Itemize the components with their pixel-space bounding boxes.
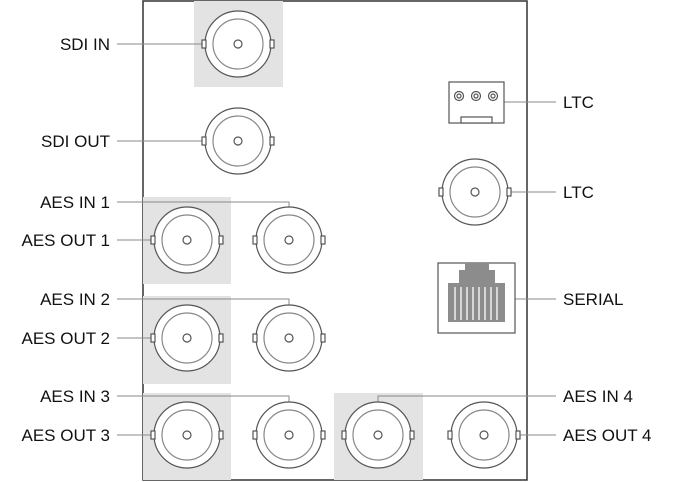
label-aes-in-3: AES IN 3 [40,387,110,406]
label-aes-out-2: AES OUT 2 [22,329,111,348]
label-aes-in-1: AES IN 1 [40,193,110,212]
bnc-connector-aes-out-4 [447,401,521,469]
bnc-connector-aes-out-2 [150,304,224,372]
label-aes-out-3: AES OUT 3 [22,426,111,445]
label-serial: SERIAL [563,290,623,309]
bnc-connector-ltc [438,158,512,226]
rj45-serial-port [437,262,516,334]
bnc-connector-aes-out-3 [150,401,224,469]
bnc-connector-aes-in-4 [341,401,415,469]
bnc-connector-aes-in-3 [252,401,326,469]
ltc-terminal-block [448,81,505,124]
bnc-connector-aes-in-2 [252,304,326,372]
label-aes-in-4: AES IN 4 [563,387,633,406]
label-sdi-in: SDI IN [60,35,110,54]
label-aes-in-2: AES IN 2 [40,290,110,309]
bnc-connector-aes-out-1 [150,206,224,274]
label-ltc-bnc: LTC [563,183,594,202]
label-aes-out-4: AES OUT 4 [563,426,652,445]
bnc-connector-sdi-out [201,107,275,175]
label-ltc-terminal: LTC [563,93,594,112]
bnc-connector-aes-in-1 [252,206,326,274]
bnc-connector-sdi-in [201,10,275,78]
label-aes-out-1: AES OUT 1 [22,231,111,250]
label-sdi-out: SDI OUT [41,132,110,151]
